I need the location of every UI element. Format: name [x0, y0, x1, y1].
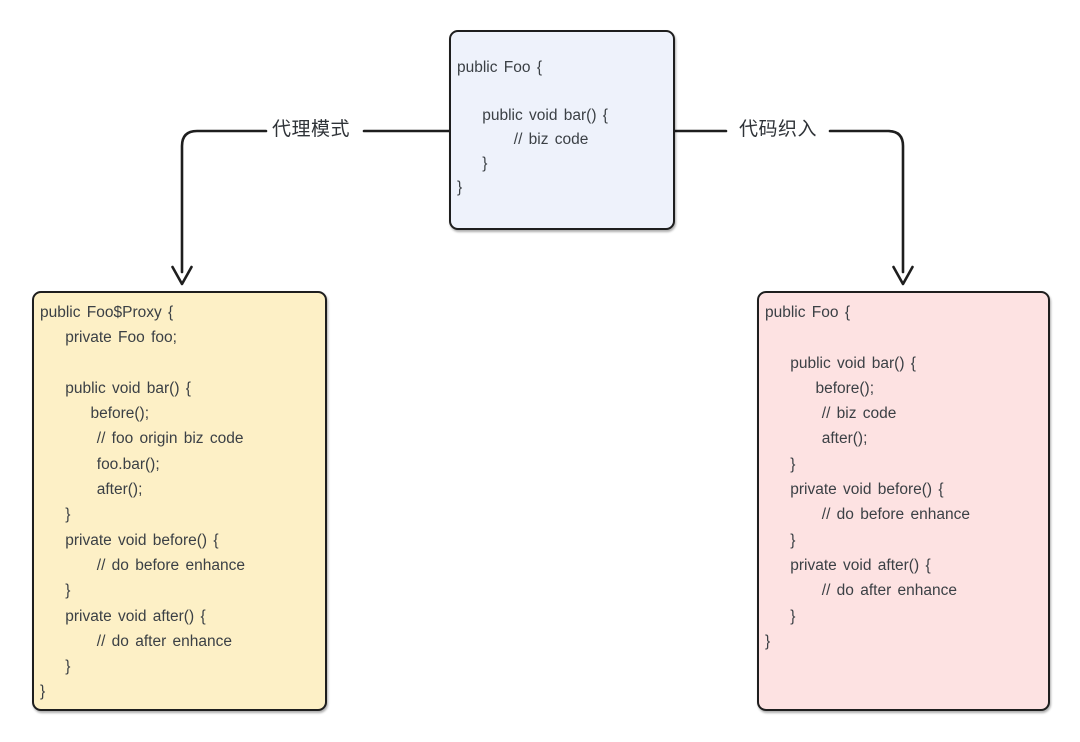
code-box-woven-foo: public Foo { public void bar() { before(…	[757, 291, 1050, 711]
proxy-edge-line	[180, 129, 451, 274]
edge-label-code-weaving: 代码织入	[738, 119, 817, 140]
weaving-arrowhead-icon	[892, 265, 914, 286]
code-box-original-foo: public Foo { public void bar() { // biz …	[449, 30, 675, 230]
code-foo-proxy: public Foo$Proxy { private Foo foo; publ…	[40, 304, 245, 701]
code-woven-foo: public Foo { public void bar() { before(…	[765, 304, 970, 650]
proxy-arrowhead-icon	[171, 265, 193, 286]
code-box-foo-proxy: public Foo$Proxy { private Foo foo; publ…	[32, 291, 327, 711]
code-original-foo: public Foo { public void bar() { // biz …	[457, 59, 608, 196]
edge-label-proxy-pattern: 代理模式	[271, 119, 350, 140]
weaving-edge-line	[673, 129, 905, 274]
